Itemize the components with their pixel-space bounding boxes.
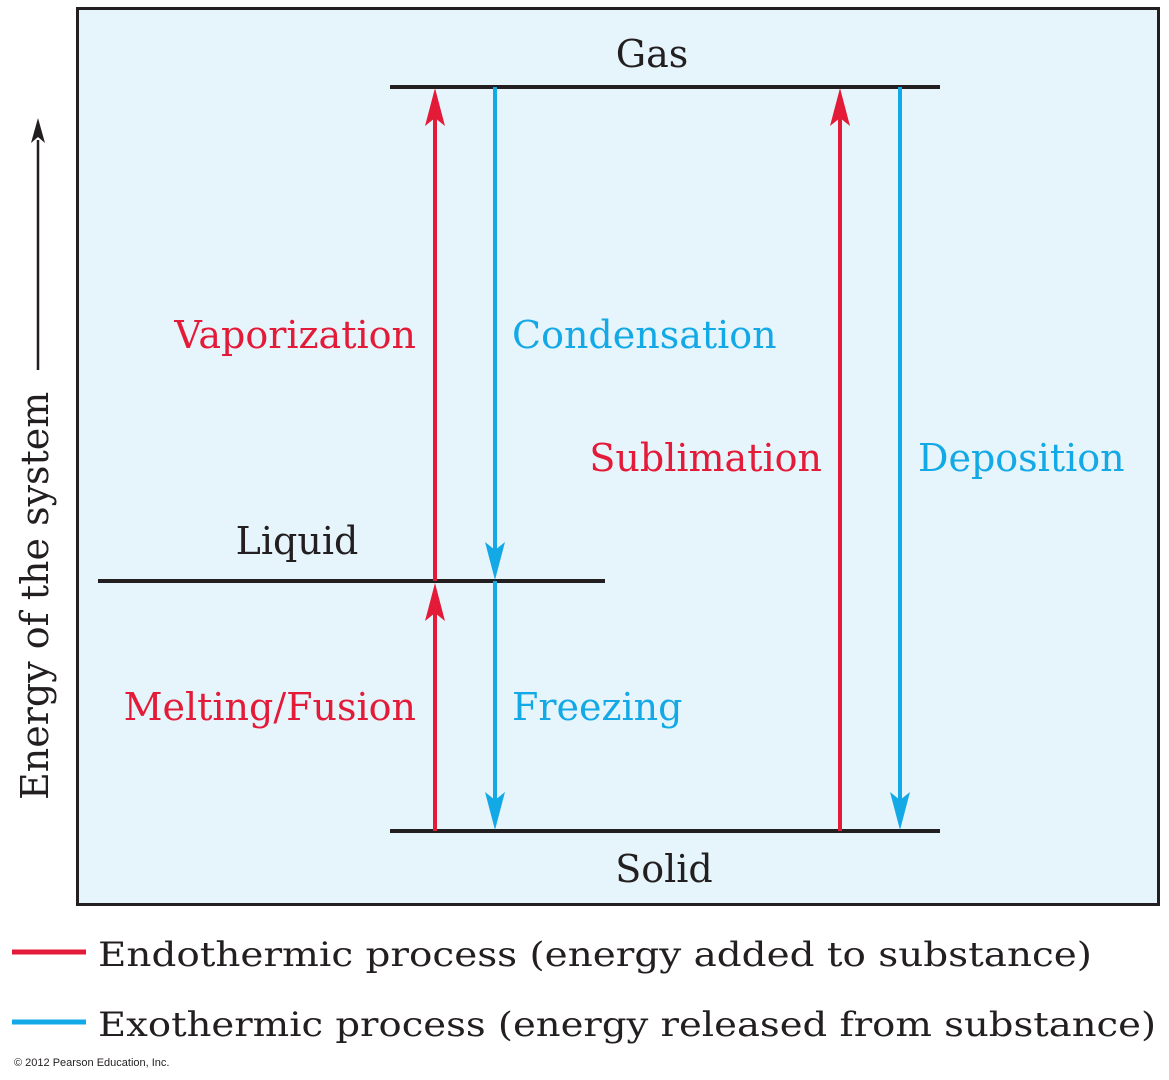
gas-label: Gas bbox=[616, 32, 689, 76]
liquid-label: Liquid bbox=[236, 519, 359, 563]
energy-axis-arrowhead bbox=[31, 118, 45, 143]
diagram-panel bbox=[76, 7, 1160, 906]
vaporization-label: Vaporization bbox=[173, 313, 416, 357]
legend-endothermic-label: Endothermic process (energy added to sub… bbox=[98, 935, 1092, 975]
melting-arrowhead bbox=[425, 583, 445, 621]
sublimation-label: Sublimation bbox=[589, 436, 822, 480]
energy-axis-label: Energy of the system bbox=[13, 392, 57, 800]
sublimation-arrowhead bbox=[830, 88, 850, 126]
freezing-arrowhead bbox=[485, 792, 505, 830]
deposition-label: Deposition bbox=[918, 436, 1125, 480]
condensation-arrowhead bbox=[485, 542, 505, 580]
melting-fusion-label: Melting/Fusion bbox=[124, 685, 416, 729]
legend-exothermic-label: Exothermic process (energy released from… bbox=[98, 1005, 1156, 1045]
deposition-arrowhead bbox=[890, 792, 910, 830]
solid-label: Solid bbox=[615, 847, 713, 891]
condensation-label: Condensation bbox=[512, 313, 777, 357]
vaporization-arrowhead bbox=[425, 88, 445, 126]
freezing-label: Freezing bbox=[512, 685, 682, 729]
copyright-credit: © 2012 Pearson Education, Inc. bbox=[14, 1057, 169, 1069]
